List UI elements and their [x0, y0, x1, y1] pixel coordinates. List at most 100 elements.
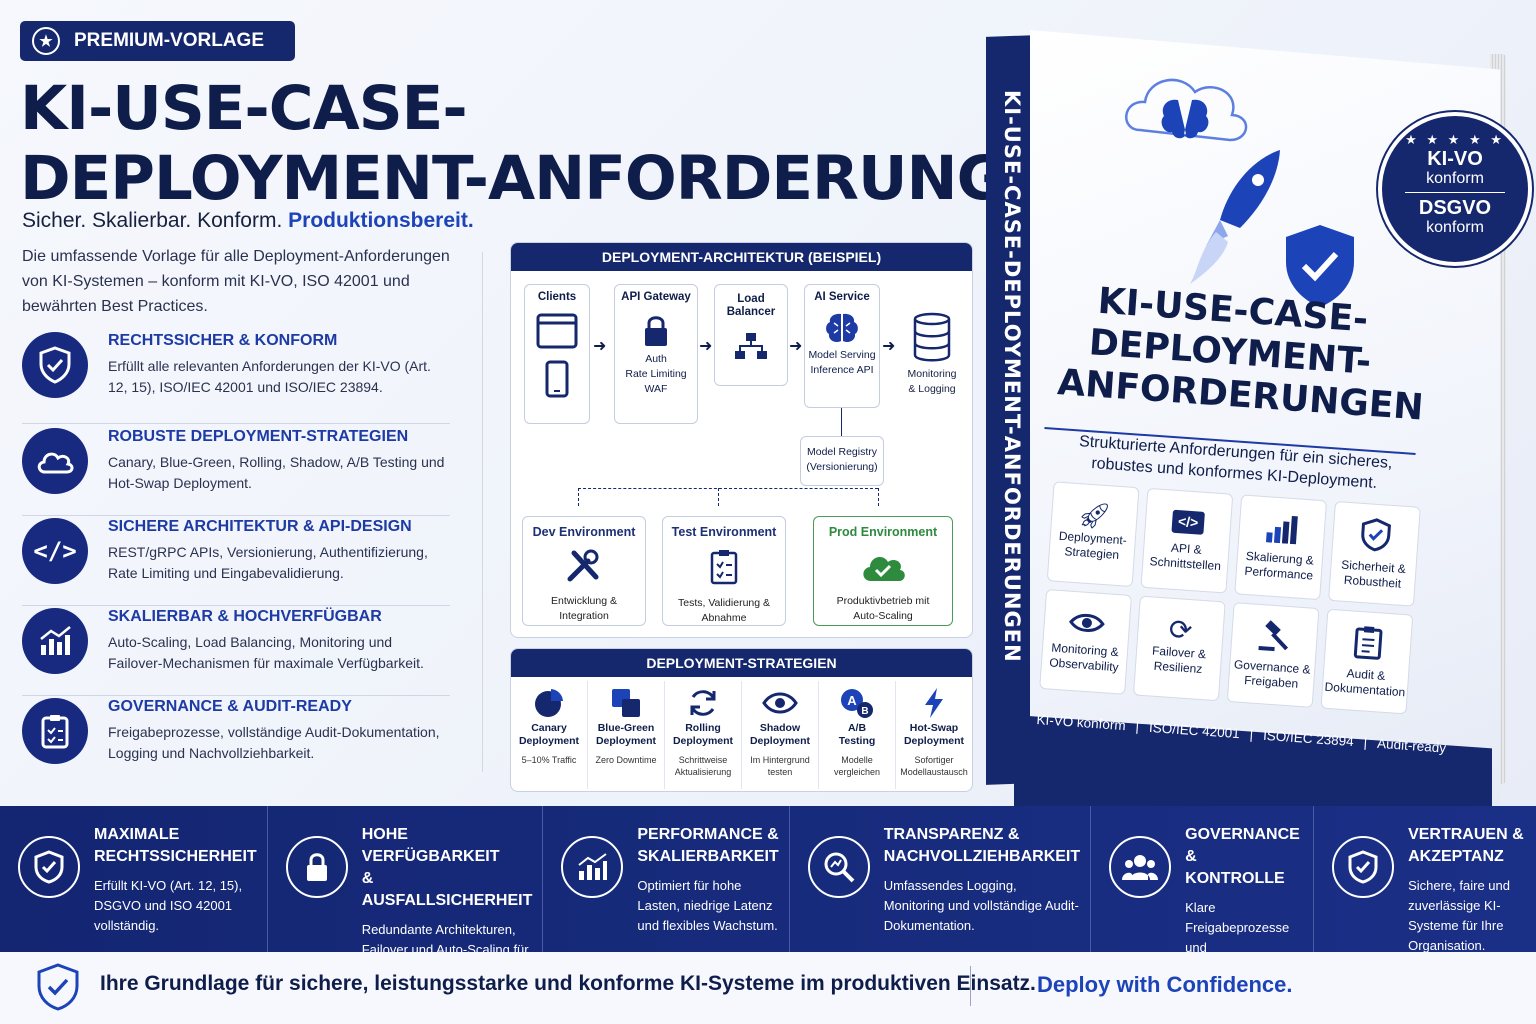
arrow-icon: ➜: [882, 338, 896, 355]
tagline: Sicher. Skalierbar. Konform. Produktions…: [22, 209, 474, 233]
feature-title: RECHTSSICHER & KONFORM: [108, 332, 338, 349]
pie-icon: [535, 689, 563, 717]
dashed-connector: [578, 488, 878, 489]
strategy-text: Zero Downtime: [595, 755, 657, 765]
strategy-label: Deployment: [518, 735, 580, 747]
svg-text:A: A: [847, 693, 857, 708]
lock-icon: [285, 836, 348, 898]
cover-title: KI-USE-CASE- DEPLOYMENT- ANFORDERUNGEN: [1056, 278, 1425, 429]
strategy-text: Im Hintergrund: [750, 755, 810, 765]
lock-icon: [645, 316, 667, 346]
clients-node: Clients: [524, 284, 590, 424]
dashed-connector: [718, 488, 719, 506]
registry-text: Model Registry: [806, 446, 878, 458]
browser-icon: [536, 313, 578, 349]
eye-icon: [1069, 613, 1105, 632]
strategy-label: Hot-Swap: [909, 722, 959, 734]
seal-text: KI-VO: [1427, 148, 1483, 170]
api-gateway-node: API Gateway Auth Rate Limiting WAF: [614, 284, 698, 424]
strategy-label: Blue-Green: [597, 722, 655, 734]
footer-divider: [970, 966, 971, 1006]
tagline-highlight: Produktionsbereit.: [288, 209, 474, 232]
tile-label: Schnittstellen: [1149, 553, 1222, 573]
strategy-text: vergleichen: [833, 767, 881, 777]
strategy-rolling: Rolling Deployment Schrittweise Aktualis…: [665, 681, 742, 789]
shield-check-icon: [18, 836, 80, 898]
env-prod: Prod Environment Produktivbetrieb mit Au…: [813, 516, 953, 626]
chart-up-icon: [561, 836, 624, 898]
code-icon: </>: [1171, 509, 1206, 535]
feature-text: REST/gRPC APIs, Versionierung, Authentif…: [108, 544, 428, 581]
tile-label: Resilienz: [1153, 658, 1203, 676]
gateway-text: WAF: [644, 383, 668, 395]
code-icon: </>: [22, 518, 88, 584]
ai-service-node: AI Service Model Serving Inference API: [804, 284, 880, 408]
tile-label: Dokumentation: [1324, 679, 1406, 700]
strategy-canary: Canary Deployment 5–10% Traffic: [511, 681, 588, 789]
benefit-text: Umfassendes Logging, Monitoring und voll…: [883, 878, 1079, 933]
squares-icon: [612, 689, 640, 717]
svg-text:B: B: [861, 706, 868, 717]
strategy-blue-green: Blue-Green Deployment Zero Downtime: [588, 681, 665, 789]
benefit-title: SKALIERBARKEIT: [637, 848, 779, 865]
feature-title: GOVERNANCE & AUDIT-READY: [108, 698, 352, 715]
star-icon: ★: [32, 27, 60, 55]
benefit-title: NACHVOLLZIEHBARKEIT: [883, 848, 1081, 865]
premium-badge: ★ PREMIUM-VORLAGE: [20, 21, 295, 61]
feature-text: Auto-Scaling, Load Balancing, Monitoring…: [108, 634, 424, 671]
badge-label: PREMIUM-VORLAGE: [74, 30, 264, 51]
strategies-header: DEPLOYMENT-STRATEGIEN: [511, 649, 972, 677]
cover-tile: Audit &Dokumentation: [1320, 608, 1414, 715]
env-text: Integration: [559, 610, 609, 622]
footer-text: Ihre Grundlage für sichere, leistungssta…: [100, 972, 1036, 995]
benefit-text: Sichere, faire und zuverlässige KI-Syste…: [1408, 878, 1510, 953]
rocket-icon: 🚀︎: [1076, 498, 1112, 531]
seal-text: konform: [1426, 219, 1484, 236]
strategy-text: Sofortiger: [914, 755, 954, 765]
gateway-text: Rate Limiting: [625, 368, 687, 380]
lb-label: Load: [737, 293, 765, 305]
eye-icon: [762, 692, 798, 714]
strategy-label: Deployment: [595, 735, 657, 747]
brain-icon: [1161, 99, 1209, 139]
database-icon: [913, 312, 951, 362]
feature-text: Erfüllt alle relevanten Anforderungen de…: [108, 358, 431, 395]
benefit-title: RECHTSSICHERHEIT: [94, 848, 257, 865]
benefit-title: KONTROLLE: [1185, 870, 1285, 887]
env-label: Prod Environment: [828, 525, 938, 539]
strategy-text: Schrittweise: [678, 755, 728, 765]
cover-tile: Monitoring &Observability: [1039, 589, 1132, 695]
title-line-2: DEPLOYMENT-ANFORDERUNGEN: [20, 143, 1097, 214]
feature-item: RECHTSSICHER & KONFORM Erfüllt alle relev…: [22, 332, 450, 424]
benefit-title: & AUSFALLSICHERHEIT: [361, 870, 533, 909]
shield-check-icon: [22, 332, 88, 398]
arrow-icon: ➜: [789, 338, 803, 355]
tile-label: Freigaben: [1243, 673, 1299, 691]
chart-up-icon: [22, 608, 88, 674]
strategy-text: 5–10% Traffic: [521, 755, 577, 765]
tile-label: Audit &: [1346, 666, 1386, 683]
gavel-icon: [1258, 620, 1289, 652]
benefit-title: VERTRAUEN &: [1408, 826, 1524, 843]
model-registry-node: Model Registry (Versionierung): [800, 436, 884, 486]
strategy-hot-swap: Hot-Swap Deployment Sofortiger Modellaus…: [896, 681, 972, 789]
cover-tile: 🚀︎Deployment-Strategien: [1046, 481, 1140, 588]
env-label: Dev Environment: [532, 525, 636, 539]
strategy-shadow: Shadow Deployment Im Hintergrund testen: [742, 681, 819, 789]
strategy-label: Deployment: [749, 735, 811, 747]
people-icon: [1109, 836, 1172, 898]
title-line-1: KI-USE-CASE-: [20, 73, 468, 144]
seal-stars: ★ ★ ★ ★ ★: [1405, 132, 1505, 147]
cover-tile: ⟳Failover &Resilienz: [1132, 595, 1226, 702]
ai-text: Inference API: [810, 364, 874, 376]
refresh-icon: [690, 690, 716, 716]
benefit-title: AKZEPTANZ: [1408, 848, 1504, 865]
env-text: Produktivbetrieb mit: [836, 595, 930, 607]
